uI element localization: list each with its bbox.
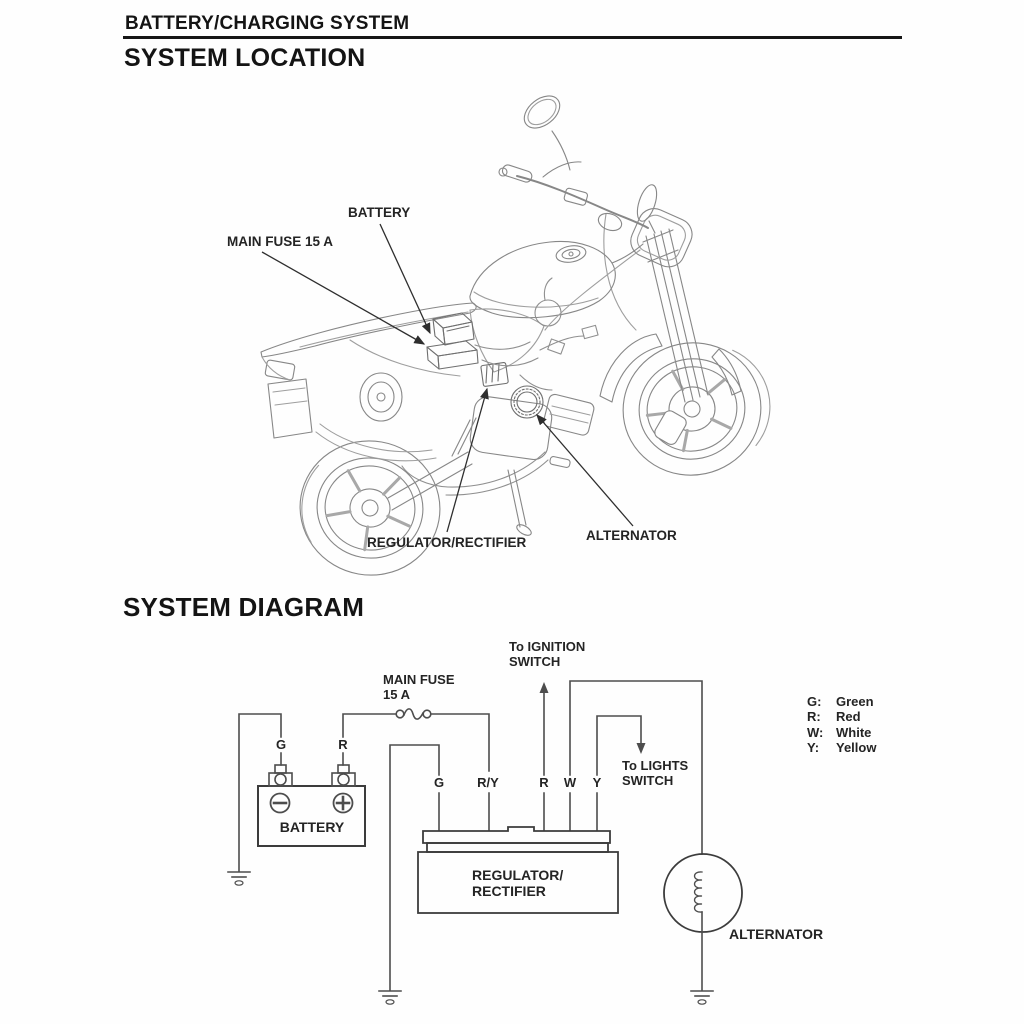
legend-code-w: W:: [807, 724, 824, 740]
main-fuse-label: MAIN FUSE 15 A: [383, 672, 455, 702]
main-fuse-leader: [261, 251, 426, 345]
to-ignition-switch-label: To IGNITION SWITCH: [509, 639, 586, 669]
ground-symbol-alternator: [690, 990, 714, 1005]
battery-terminal-posts: [268, 764, 356, 787]
regulator-box-label: REGULATOR/ RECTIFIER: [472, 867, 564, 899]
section-title-system-diagram: SYSTEM DIAGRAM: [123, 592, 365, 622]
alternator-part: [510, 385, 544, 419]
undercarriage: [315, 249, 641, 536]
legend-row-red: R: Red: [807, 709, 876, 724]
regulator-terminal-ry: R/Y: [477, 775, 499, 790]
callout-regulator-rectifier: REGULATOR/RECTIFIER: [367, 535, 527, 550]
seat-tail: [260, 302, 545, 439]
battery-part: [432, 312, 475, 346]
header-rule: [123, 36, 902, 39]
wire-battery-red: [342, 713, 397, 766]
legend-row-yellow: Y: Yellow: [807, 740, 876, 755]
regulator-terminal-w: W: [563, 775, 577, 790]
wiring-diagram: [227, 680, 743, 1005]
regulator-symbol-box: [417, 826, 619, 914]
battery-symbol-box: [257, 785, 366, 847]
engine: [426, 277, 599, 461]
wire-battery-green: [238, 713, 282, 872]
legend-name-red: Red: [836, 709, 861, 725]
ground-symbol-battery: [227, 871, 251, 886]
brake-caliper: [654, 410, 687, 445]
front-fender: [599, 333, 663, 403]
callout-main-fuse: MAIN FUSE 15 A: [227, 234, 334, 249]
callout-alternator: ALTERNATOR: [586, 528, 677, 543]
legend-name-white: White: [836, 724, 872, 740]
legend-name-green: Green: [836, 694, 874, 709]
motorcycle-illustration: [260, 95, 771, 576]
legend-code-g: G:: [807, 694, 822, 709]
callout-leaders: [261, 223, 634, 533]
battery-leader: [379, 223, 431, 335]
regulator-terminal-y: Y: [592, 775, 602, 790]
legend-code-r: R:: [807, 709, 821, 725]
callout-battery: BATTERY: [348, 205, 411, 220]
legend-row-white: W: White: [807, 725, 876, 740]
fuel-tank: [469, 240, 644, 319]
legend-name-yellow: Yellow: [836, 740, 877, 756]
legend-code-y: Y:: [807, 740, 820, 756]
fuse-symbol: [395, 708, 432, 720]
wiring-harness: [474, 277, 599, 391]
wire-color-legend: G: Green R: Red W: White Y: Yellow: [807, 694, 876, 756]
front-wheel: [622, 342, 771, 476]
alternator-symbol-circle: [663, 853, 743, 933]
battery-box-label: BATTERY: [279, 819, 345, 835]
section-title-system-location: SYSTEM LOCATION: [124, 44, 366, 72]
wire-regulator-green: [389, 744, 440, 991]
rear-wheel: [299, 440, 441, 576]
regulator-terminal-r: R: [539, 775, 549, 790]
regulator-leader: [446, 387, 489, 533]
wire-lights-yellow: [596, 715, 642, 831]
battery-terminal-r: R: [338, 737, 348, 752]
legend-row-green: G: Green: [807, 694, 876, 709]
plus-symbol: [332, 792, 354, 814]
fusebox-part: [426, 340, 479, 370]
alternator-circle-label: ALTERNATOR: [729, 926, 824, 942]
to-lights-switch-label: To LIGHTS SWITCH: [622, 758, 689, 788]
battery-terminal-g: G: [275, 737, 287, 752]
regulator-terminal-g: G: [433, 775, 445, 790]
mirror: [523, 95, 658, 234]
page-title: BATTERY/CHARGING SYSTEM: [125, 13, 410, 34]
alternator-coil: [693, 871, 703, 913]
alternator-leader: [536, 414, 634, 527]
wire-alternator-white: [569, 680, 703, 855]
ground-symbol-regulator: [378, 990, 402, 1005]
minus-symbol: [269, 792, 291, 814]
headlight: [630, 208, 693, 268]
